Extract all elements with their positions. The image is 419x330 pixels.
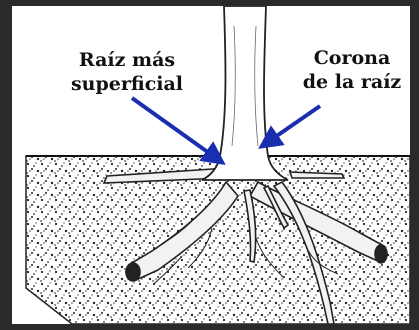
shallow-root-label-line2: superficial [52,72,202,96]
root-crown-label-line2: de la raíz [292,70,410,94]
tree-trunk [202,6,288,180]
shallow-root-arrow [132,98,216,158]
shallow-root-label-line1: Raíz más [52,48,202,72]
root-crown-label: Corona de la raíz [292,46,410,94]
diagram-panel: Raíz más superficial Corona de la raíz [12,6,410,324]
shallow-root-label: Raíz más superficial [52,48,202,96]
root-crown-arrow [268,106,320,142]
root-crown-label-line1: Corona [292,46,410,70]
